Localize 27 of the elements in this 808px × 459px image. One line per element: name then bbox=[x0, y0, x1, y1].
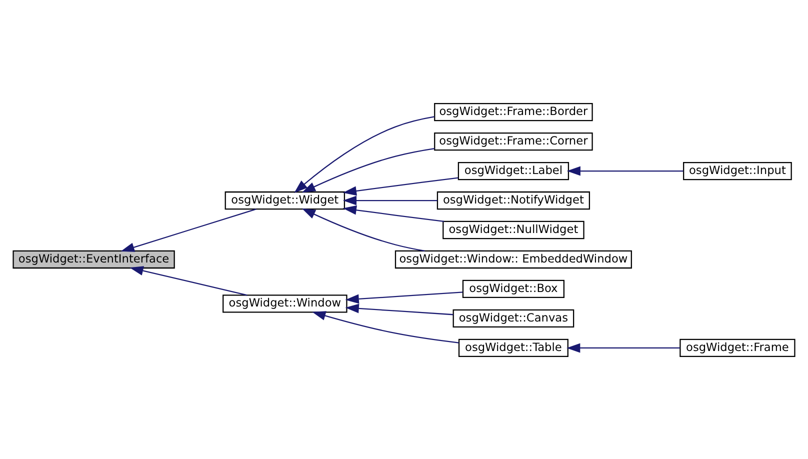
node-box: osgWidget::Canvas bbox=[452, 308, 574, 328]
node-box: osgWidget::NotifyWidget bbox=[436, 190, 590, 210]
node-box: osgWidget::Frame::Border bbox=[434, 102, 593, 121]
arrow bbox=[345, 303, 454, 315]
node-box: osgWidget::NullWidget bbox=[442, 220, 584, 239]
arrow bbox=[302, 147, 435, 192]
node-box: osgWidget::Frame bbox=[680, 338, 796, 357]
node-box: osgWidget::Table bbox=[458, 338, 568, 357]
arrow bbox=[342, 195, 438, 205]
node-box: osgWidget::Box bbox=[462, 279, 564, 298]
node-box: osgWidget::EventInterface bbox=[12, 250, 175, 268]
arrow bbox=[345, 291, 463, 304]
arrow bbox=[302, 208, 425, 251]
arrow bbox=[342, 204, 444, 222]
node-box: osgWidget::Input bbox=[683, 161, 792, 180]
arrow bbox=[120, 208, 256, 252]
node-box: osgWidget::Widget bbox=[224, 190, 346, 210]
arrow bbox=[294, 116, 435, 193]
node-box: osgWidget::Frame::Corner bbox=[434, 132, 593, 150]
arrow bbox=[342, 176, 458, 196]
arrow bbox=[130, 266, 248, 296]
node-box: osgWidget::Label bbox=[458, 161, 570, 180]
node-box: osgWidget::Window bbox=[222, 294, 348, 312]
arrow bbox=[566, 166, 684, 176]
arrow bbox=[566, 342, 680, 352]
arrow bbox=[312, 310, 459, 343]
node-box: osgWidget::Window:: EmbeddedWindow bbox=[394, 250, 632, 268]
